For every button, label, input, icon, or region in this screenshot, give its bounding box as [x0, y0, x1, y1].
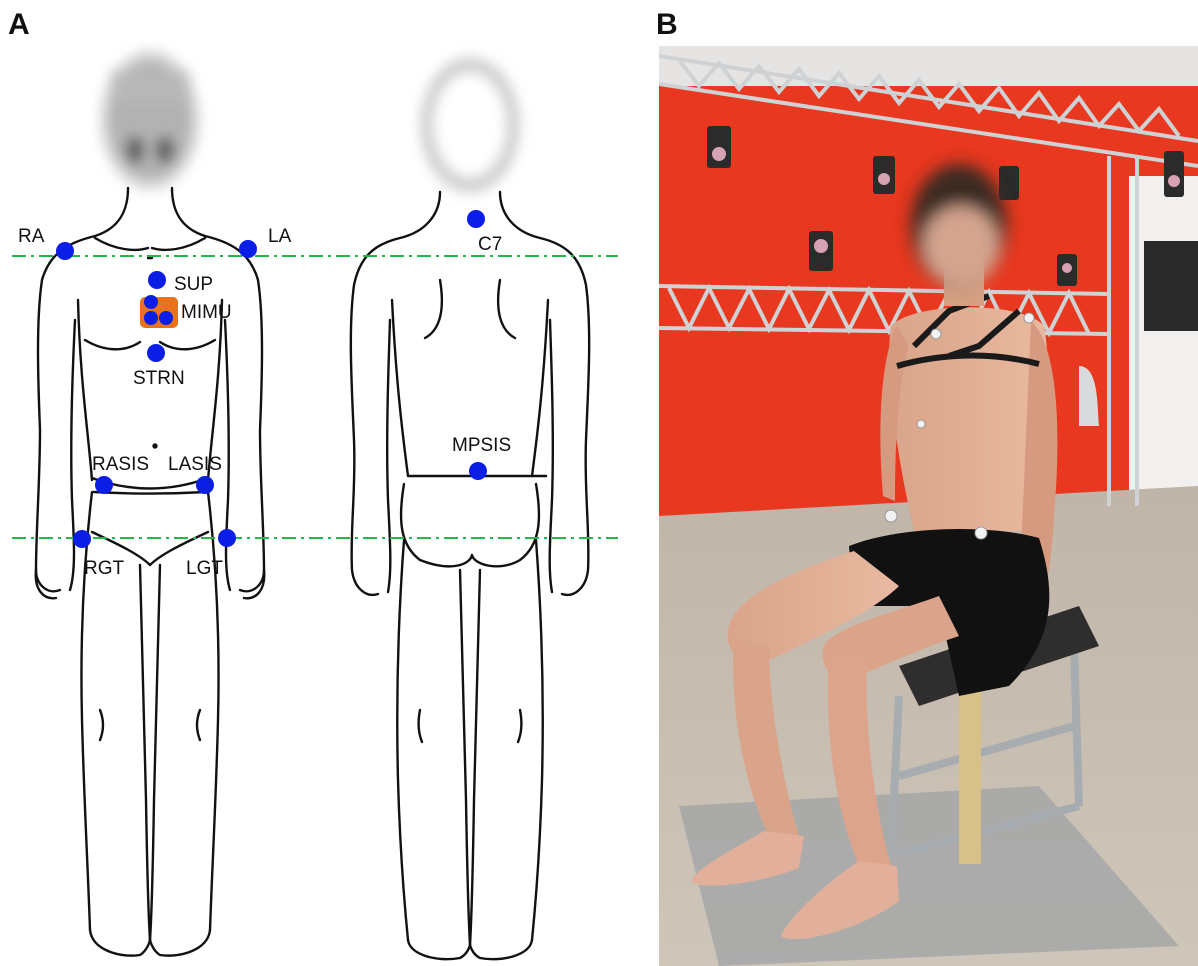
marker-mpsis	[469, 462, 487, 480]
marker-ra	[56, 242, 74, 260]
front-figure	[36, 50, 265, 956]
back-figure	[351, 57, 589, 959]
back-head-blurred	[420, 57, 520, 193]
label-rgt: RGT	[84, 558, 125, 579]
label-lgt: LGT	[186, 558, 223, 579]
body-diagram-panel: RA LA SUP MIMU STRN RASIS LASIS RGT LGT …	[0, 0, 640, 966]
subject-face-blurred	[911, 164, 1007, 288]
stool-wooden-leg	[959, 676, 981, 864]
label-lasis: LASIS	[168, 454, 222, 475]
marker-la	[239, 240, 257, 258]
seated-subject-photo	[659, 46, 1198, 966]
label-ra: RA	[18, 226, 45, 247]
label-c7: C7	[478, 234, 502, 255]
marker-lgt	[218, 529, 236, 547]
marker-mimu-1	[144, 295, 158, 309]
front-head-blurred	[100, 50, 200, 190]
label-rasis: RASIS	[92, 454, 149, 475]
marker-sup	[148, 271, 166, 289]
label-la: LA	[268, 226, 292, 247]
marker-strn	[147, 344, 165, 362]
label-strn: STRN	[133, 368, 185, 389]
marker-rasis	[95, 476, 113, 494]
marker-dots	[56, 210, 487, 548]
marker-lasis	[196, 476, 214, 494]
label-sup: SUP	[174, 274, 213, 295]
label-mimu: MIMU	[181, 302, 232, 323]
marker-mimu-3	[159, 311, 173, 325]
marker-rgt	[73, 530, 91, 548]
white-wall-right	[1129, 176, 1198, 516]
label-mpsis: MPSIS	[452, 435, 511, 456]
marker-mimu-2	[144, 311, 158, 325]
panel-b-letter: B	[656, 8, 678, 42]
marker-c7	[467, 210, 485, 228]
